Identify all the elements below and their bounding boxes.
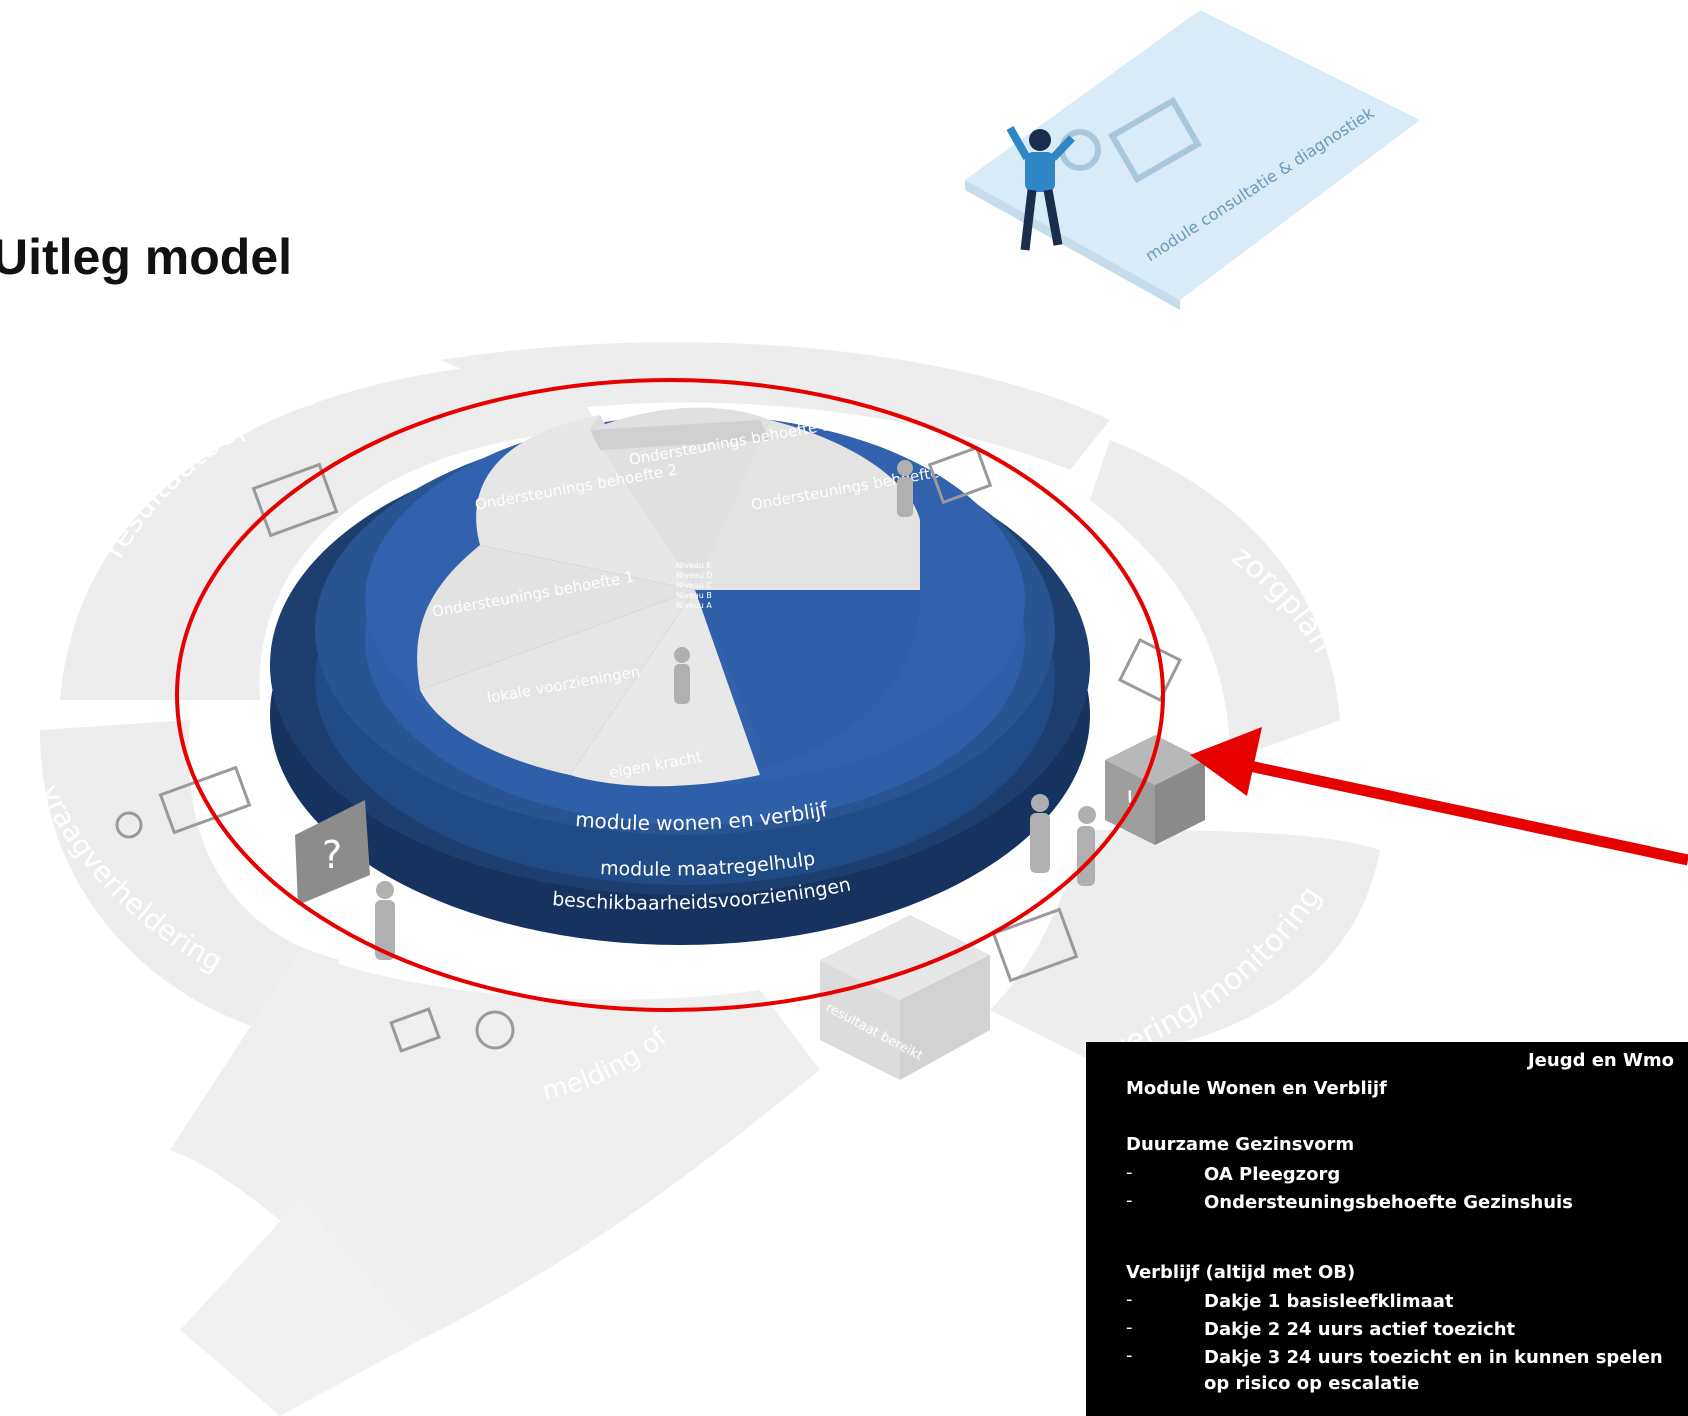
info-item: - Dakje 1 basisleefklimaat — [1126, 1289, 1668, 1315]
bullet-dash: - — [1126, 1190, 1133, 1211]
info-item: - Dakje 2 24 uurs actief toezicht — [1126, 1317, 1668, 1343]
person-figure-center — [674, 647, 690, 704]
question-mark-icon: ? — [322, 833, 342, 877]
resultaat-box: resultaat bereikt — [820, 915, 990, 1080]
info-panel: Jeugd en Wmo Module Wonen en Verblijf Du… — [1086, 1042, 1688, 1416]
bullet-dash: - — [1126, 1289, 1133, 1310]
support-pie — [417, 407, 920, 787]
alert-icon: ! — [1125, 786, 1135, 814]
consultatie-card: module consultatie & diagnostiek — [965, 10, 1420, 310]
bullet-dash: - — [1126, 1162, 1133, 1183]
question-board: ? — [295, 800, 370, 905]
bullet-dash: - — [1126, 1345, 1133, 1366]
niveau-label-b: Niveau B — [676, 591, 712, 600]
bullet-dash: - — [1126, 1317, 1133, 1338]
info-group2-title: Verblijf (altijd met OB) — [1126, 1262, 1356, 1283]
person-outline-icon — [475, 1010, 515, 1050]
document-result-icon — [251, 462, 339, 538]
person-figure-top — [897, 460, 913, 517]
info-item: - Dakje 3 24 uurs toezicht en in kunnen … — [1126, 1345, 1668, 1397]
desk-meeting-icon — [158, 765, 252, 835]
info-corner-label: Jeugd en Wmo — [1527, 1050, 1674, 1071]
hands-care-icon — [1117, 637, 1183, 703]
red-arrow — [1190, 727, 1688, 866]
label-ondersteuningsplan: ondersteuningsplan — [544, 203, 851, 281]
person-figure-cane — [375, 881, 395, 960]
niveau-label-e: Niveau E — [676, 561, 711, 570]
info-item: - Ondersteuningsbehoefte Gezinshuis — [1126, 1190, 1668, 1216]
person-figure-elderly — [1030, 794, 1050, 873]
svg-text:ondersteuningsplan: ondersteuningsplan — [544, 203, 851, 281]
person-figure-right — [1077, 806, 1096, 886]
niveau-label-a: Niveau A — [676, 601, 712, 610]
laptop-icon — [991, 907, 1079, 983]
niveau-label-d: Niveau D — [676, 571, 713, 580]
sitting-person-icon — [1006, 126, 1075, 251]
clock-icon — [115, 811, 143, 839]
info-heading: Module Wonen en Verblijf — [1126, 1078, 1387, 1099]
plan-board-icon — [927, 445, 993, 505]
info-group1-title: Duurzame Gezinsvorm — [1126, 1134, 1355, 1155]
speech-bubble-icon — [1108, 96, 1202, 184]
page-title: Uitleg model — [0, 229, 293, 285]
calendar-icon — [389, 1007, 441, 1053]
highlight-ellipse — [175, 378, 1165, 1012]
info-item: - OA Pleegzorg — [1126, 1162, 1668, 1188]
niveau-label-c: Niveau C — [676, 581, 712, 590]
